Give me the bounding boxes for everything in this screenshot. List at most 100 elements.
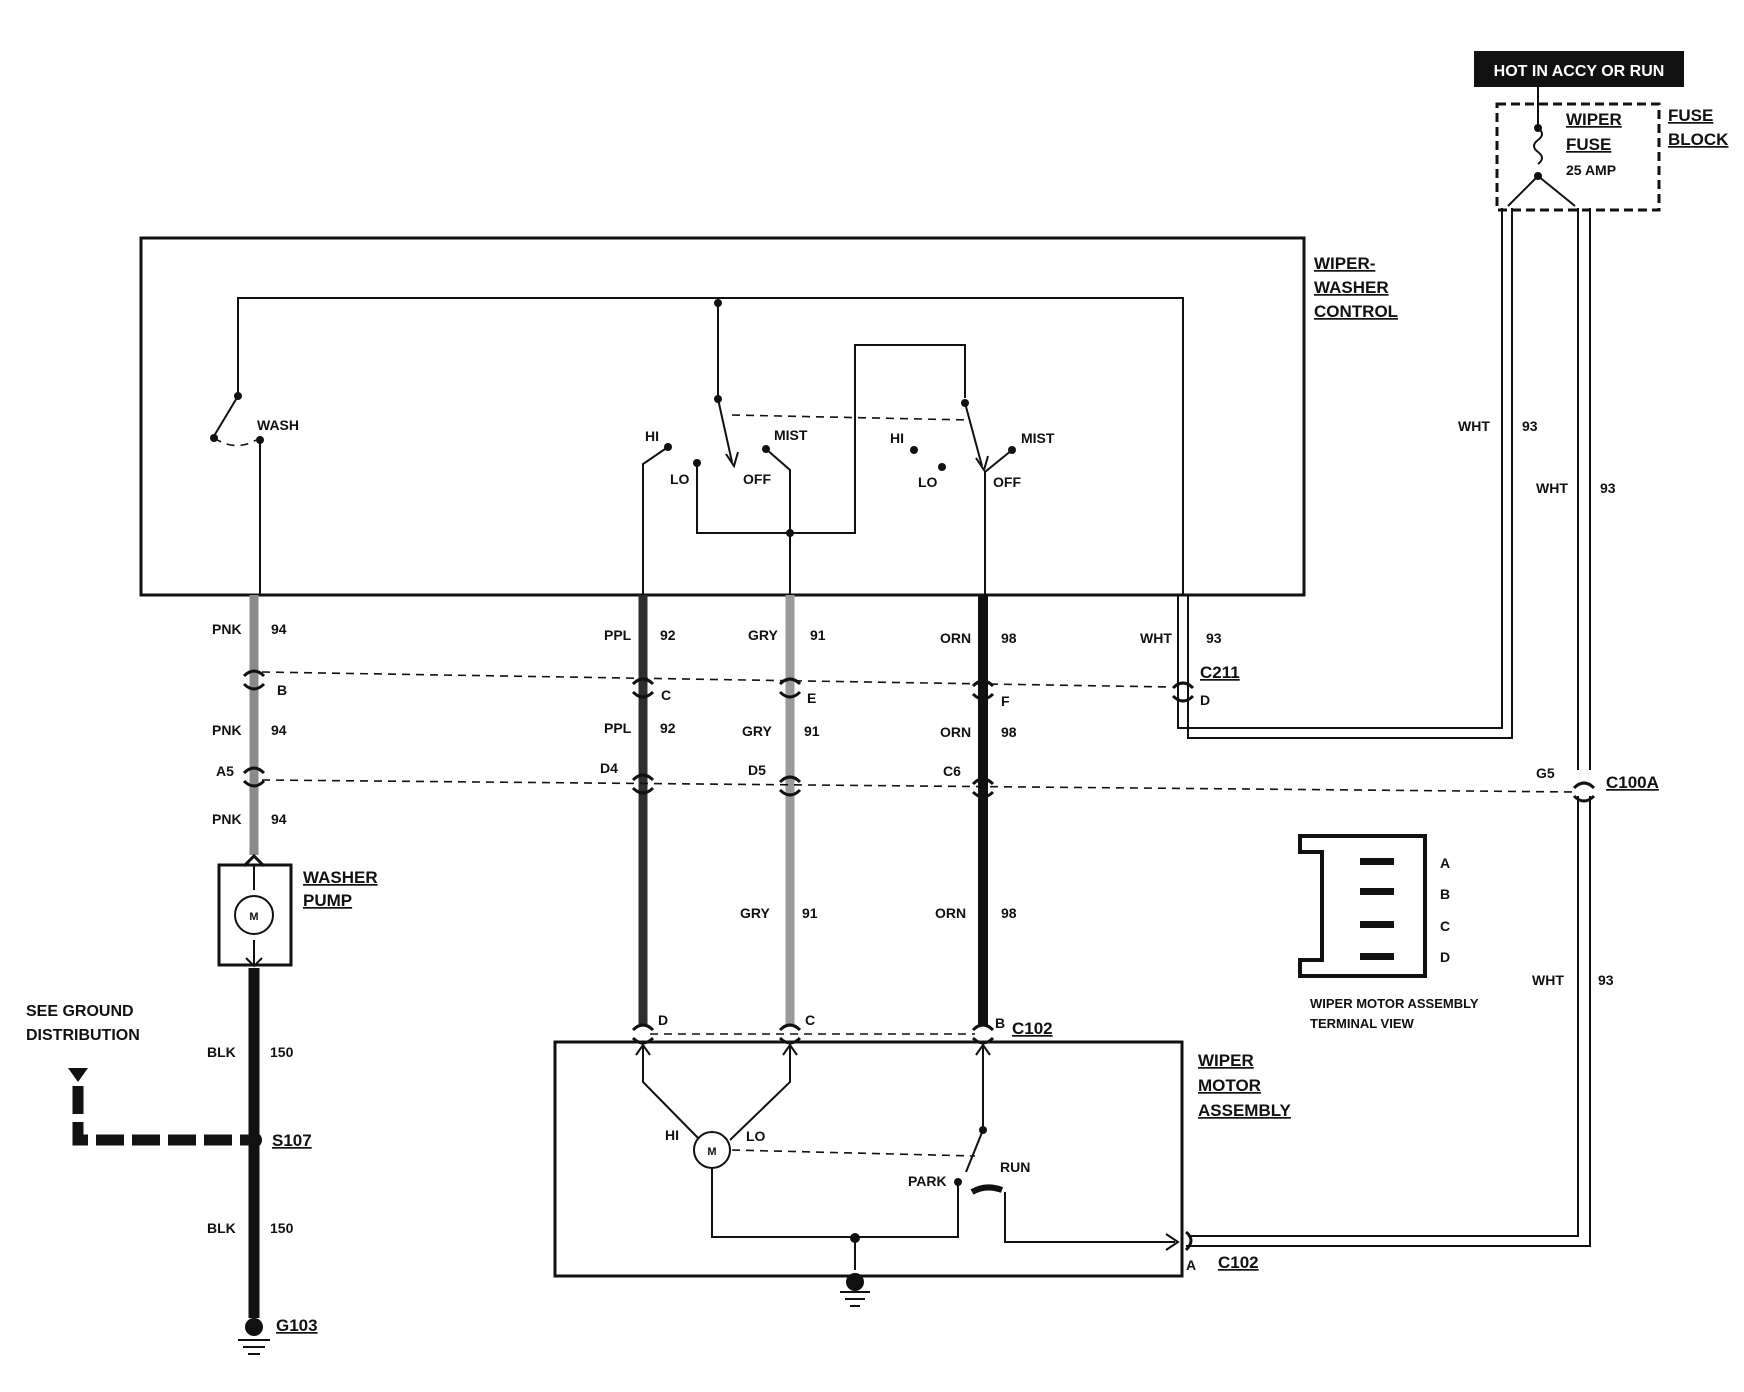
wht-num-1: 93 (1206, 630, 1222, 646)
pnk-label-2: PNK (212, 722, 242, 738)
wht-num-2: 93 (1522, 418, 1538, 434)
c211-pin-f: F (1001, 693, 1010, 709)
c102-pin-b: B (995, 1015, 1005, 1031)
fuse-block-label-1: FUSE (1668, 106, 1713, 125)
pnk-label-1: PNK (212, 621, 242, 637)
c211-name: C211 (1200, 663, 1240, 682)
terminal-label-a: A (1440, 855, 1450, 871)
control-label-1: WIPER- (1314, 254, 1375, 273)
terminal-b (1360, 888, 1394, 895)
terminal-caption-2: TERMINAL VIEW (1310, 1016, 1414, 1031)
wiper-motor-ground-symbol (840, 1291, 870, 1307)
c100a-pin-a5: A5 (216, 763, 234, 779)
gry-num-3: 91 (802, 905, 818, 921)
terminal-a (1360, 858, 1394, 865)
orn-label-3: ORN (935, 905, 966, 921)
c211-pin-b: B (277, 682, 287, 698)
blk-num-2: 150 (270, 1220, 294, 1236)
ground-g103: G103 (276, 1316, 318, 1335)
fuse-symbol (1533, 127, 1543, 165)
gry-num-1: 91 (810, 627, 826, 643)
c102-pin-c: C (805, 1012, 815, 1028)
c211-linkage (261, 671, 1171, 688)
pnk-num-3: 94 (271, 811, 287, 827)
left-switch-mist: MIST (774, 427, 808, 443)
right-switch-hi: HI (890, 430, 904, 446)
wiper-motor-label-1: WIPER (1198, 1051, 1254, 1070)
washer-pump-motor (234, 895, 274, 935)
left-switch-lo: LO (670, 471, 690, 487)
right-switch-off: OFF (993, 474, 1021, 490)
wiper-motor-run: RUN (1000, 1159, 1030, 1175)
wht-label-1: WHT (1140, 630, 1172, 646)
wiper-motor-lo: LO (746, 1128, 766, 1144)
washer-pump-motor-label: M (249, 911, 258, 923)
wiper-motor-assembly-box (553, 1040, 1184, 1278)
wiper-motor-hi: HI (665, 1127, 679, 1143)
orn-label-2: ORN (940, 724, 971, 740)
blk-label-1: BLK (207, 1044, 236, 1060)
c100a-name: C100A (1606, 773, 1659, 792)
right-switch-lo: LO (918, 474, 938, 490)
c100a-pin-g5: G5 (1536, 765, 1555, 781)
wiper-motor-m: M (707, 1146, 716, 1158)
ppl-label-1: PPL (604, 627, 632, 643)
terminal-caption-1: WIPER MOTOR ASSEMBLY (1310, 996, 1479, 1011)
splice-s107: S107 (272, 1131, 312, 1150)
left-switch-off: OFF (743, 471, 771, 487)
c100a-pin-d4: D4 (600, 760, 618, 776)
fuse-name-1: WIPER (1566, 110, 1622, 129)
c211-pin-e: E (807, 690, 816, 706)
terminal-label-b: B (1440, 886, 1450, 902)
gry-label-3: GRY (740, 905, 770, 921)
fuse-block-outline (1495, 102, 1661, 212)
wht-num-4: 93 (1598, 972, 1614, 988)
fuse-block-label-2: BLOCK (1668, 130, 1729, 149)
c100a-pin-d5: D5 (748, 762, 766, 778)
wht-label-2: WHT (1458, 418, 1490, 434)
pnk-num-2: 94 (271, 722, 287, 738)
wht-wire-to-c211 (1177, 208, 1503, 729)
hot-label: HOT IN ACCY OR RUN (1494, 63, 1665, 80)
blk-num-1: 150 (270, 1044, 294, 1060)
left-switch-hi: HI (645, 428, 659, 444)
orn-label-1: ORN (940, 630, 971, 646)
ground-g103-symbol (238, 1339, 270, 1355)
terminal-c (1360, 921, 1394, 928)
wht-label-4: WHT (1532, 972, 1564, 988)
fuse-rating: 25 AMP (1566, 162, 1616, 178)
c100a-linkage (261, 779, 1576, 793)
c102-name-bottom: C102 (1218, 1253, 1259, 1272)
terminal-view-outline (1298, 834, 1427, 978)
ppl-num-1: 92 (660, 627, 676, 643)
ppl-label-2: PPL (604, 720, 632, 736)
wiper-washer-control-box (139, 236, 1306, 597)
pnk-label-3: PNK (212, 811, 242, 827)
gry-label-2: GRY (742, 723, 772, 739)
ground-dist-label-1: SEE GROUND (26, 1003, 134, 1020)
wiper-motor-label-2: MOTOR (1198, 1076, 1261, 1095)
orn-num-2: 98 (1001, 724, 1017, 740)
c211-pin-c: C (661, 687, 671, 703)
ppl-num-2: 92 (660, 720, 676, 736)
ground-dist-wire (72, 1086, 254, 1146)
gry-label-1: GRY (748, 627, 778, 643)
orn-num-1: 98 (1001, 630, 1017, 646)
hot-label-box (1474, 51, 1684, 87)
c100a-pin-c6: C6 (943, 763, 961, 779)
c102-pin-d: D (658, 1012, 668, 1028)
c102-name-top: C102 (1012, 1019, 1053, 1038)
orn-num-3: 98 (1001, 905, 1017, 921)
control-label-3: CONTROL (1314, 302, 1398, 321)
terminal-label-c: C (1440, 918, 1450, 934)
wiper-motor-label-3: ASSEMBLY (1198, 1101, 1292, 1120)
terminal-label-d: D (1440, 949, 1450, 965)
wiper-motor-park: PARK (908, 1173, 947, 1189)
fuse-name-2: FUSE (1566, 135, 1611, 154)
ground-dist-arrow (68, 1068, 88, 1082)
washer-pump-label-1: WASHER (303, 868, 378, 887)
ground-dist-label-2: DISTRIBUTION (26, 1027, 140, 1044)
blk-label-2: BLK (207, 1220, 236, 1236)
gry-num-2: 91 (804, 723, 820, 739)
